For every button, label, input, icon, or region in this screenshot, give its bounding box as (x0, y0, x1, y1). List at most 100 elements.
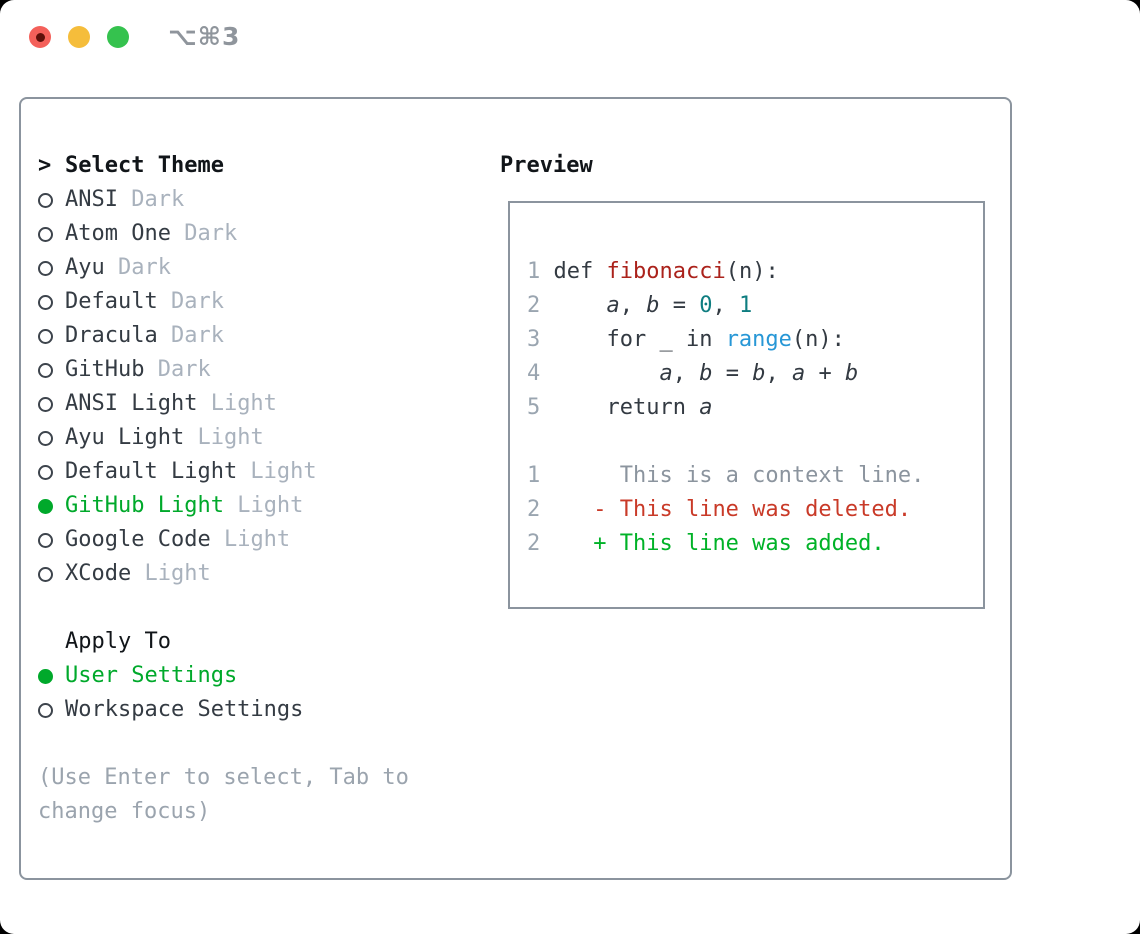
radio-icon (38, 328, 65, 344)
code-segment: , (765, 361, 792, 386)
code-segment: , (672, 361, 700, 386)
option-label: Ayu Light (65, 425, 185, 450)
theme-variant-label: Dark (157, 289, 224, 314)
theme-option-atom-one[interactable]: Atom One Dark (38, 217, 483, 251)
theme-option-xcode[interactable]: XCode Light (38, 557, 483, 591)
radio-icon (38, 226, 65, 242)
line-number: 5 (527, 395, 554, 420)
code-segment: for _ in (553, 327, 726, 352)
code-segment: range (725, 327, 792, 352)
apply-option-workspace-settings[interactable]: Workspace Settings (38, 693, 483, 727)
theme-option-ayu[interactable]: Ayu Dark (38, 251, 483, 285)
radio-unselected-icon (38, 192, 53, 208)
apply-to-header: Apply To (38, 625, 483, 659)
theme-variant-label: Dark (144, 357, 211, 382)
hint-text: change focus) (38, 799, 211, 824)
preview-line: 1 This is a context line. (527, 459, 973, 493)
code-segment (554, 293, 607, 318)
option-label: ANSI Light (65, 391, 198, 416)
line-number: 2 (527, 497, 554, 522)
code-segment: b (752, 361, 766, 386)
preview-line: 5 return a (527, 391, 973, 425)
option-label: GitHub Light (65, 493, 224, 518)
radio-unselected-icon (38, 260, 53, 276)
preview-line: 1 def fibonacci(n): (527, 255, 973, 289)
radio-icon (38, 362, 65, 378)
code-segment: + (805, 361, 845, 386)
line-number: 3 (527, 327, 554, 352)
prompt-caret-icon: > (38, 153, 52, 178)
code-segment: (n): (791, 327, 845, 352)
radio-unselected-icon (38, 532, 53, 548)
theme-option-ayu-light[interactable]: Ayu Light Light (38, 421, 483, 455)
titlebar: ⌥⌘3 (0, 0, 1140, 75)
radio-unselected-icon (38, 702, 53, 718)
theme-option-dracula[interactable]: Dracula Dark (38, 319, 483, 353)
radio-icon (38, 566, 65, 582)
code-segment: , (712, 293, 739, 318)
option-label: XCode (65, 561, 132, 586)
theme-variant-label: Dark (117, 187, 185, 212)
theme-variant-label: Light (223, 493, 304, 518)
option-label: Ayu (65, 255, 105, 280)
minimize-button[interactable] (68, 26, 90, 48)
select-theme-header: >Select Theme (38, 149, 483, 183)
preview-line: 2 - This line was deleted. (527, 493, 973, 527)
radio-icon (38, 192, 65, 208)
preview-line: 2 a, b = 0, 1 (527, 289, 973, 323)
code-segment: return (553, 395, 700, 420)
radio-unselected-icon (38, 226, 53, 242)
preview-line: 2 + This line was added. (527, 527, 973, 561)
preview-line: 3 for _ in range(n): (527, 323, 973, 357)
code-segment: 0 (699, 293, 713, 318)
preview-heading: Preview (500, 153, 593, 178)
option-label: Default (65, 289, 158, 314)
option-label: Dracula (65, 323, 158, 348)
code-segment: 1 (738, 293, 753, 318)
theme-variant-label: Dark (157, 323, 224, 348)
code-segment: , (619, 293, 647, 318)
line-number: 1 (527, 259, 554, 284)
option-label: Workspace Settings (65, 697, 304, 722)
preview-line: 4 a, b = b, a + b (527, 357, 973, 391)
option-label: Google Code (65, 527, 211, 552)
radio-unselected-icon (38, 464, 53, 480)
theme-variant-label: Light (197, 391, 277, 416)
code-segment: = (659, 293, 700, 318)
apply-option-user-settings[interactable]: User Settings (38, 659, 483, 693)
radio-icon (38, 498, 65, 514)
hint-text: (Use Enter to select, Tab to (38, 765, 409, 790)
recording-dot-icon (35, 32, 45, 42)
radio-icon (38, 668, 65, 684)
theme-variant-label: Light (237, 459, 317, 484)
zoom-button[interactable] (107, 26, 129, 48)
theme-option-github-light[interactable]: GitHub Light Light (38, 489, 483, 523)
close-button[interactable] (29, 26, 51, 48)
blank-line (527, 425, 973, 459)
radio-unselected-icon (38, 328, 53, 344)
code-segment: - This line was deleted. (553, 497, 912, 522)
theme-option-default[interactable]: Default Dark (38, 285, 483, 319)
radio-unselected-icon (38, 566, 53, 582)
code-segment: fibonacci (606, 259, 726, 284)
radio-unselected-icon (38, 430, 53, 446)
traffic-lights (29, 26, 129, 48)
radio-icon (38, 430, 65, 446)
theme-option-ansi-light[interactable]: ANSI Light Light (38, 387, 483, 421)
code-segment: = (712, 361, 753, 386)
theme-option-github[interactable]: GitHub Dark (38, 353, 483, 387)
theme-variant-label: Dark (104, 255, 171, 280)
radio-icon (38, 464, 65, 480)
theme-option-google-code[interactable]: Google Code Light (38, 523, 483, 557)
radio-icon (38, 532, 65, 548)
code-segment: This is a context line. (553, 463, 925, 488)
theme-option-ansi[interactable]: ANSI Dark (38, 183, 483, 217)
code-segment: b (844, 361, 859, 386)
code-segment: a (699, 395, 713, 420)
radio-icon (38, 396, 65, 412)
code-segment: a (791, 361, 806, 386)
theme-option-default-light[interactable]: Default Light Light (38, 455, 483, 489)
